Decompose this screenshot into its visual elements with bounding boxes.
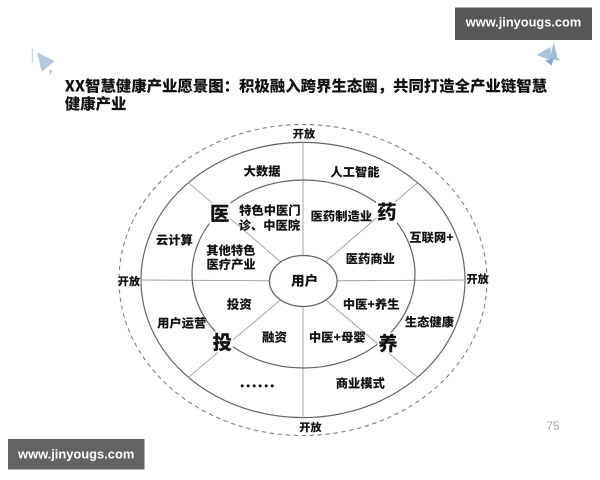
- svg-text:www.jinyougs.com: www.jinyougs.com: [17, 446, 134, 461]
- svg-text:www.jinyougs.com: www.jinyougs.com: [465, 14, 581, 29]
- svg-text:75: 75: [546, 419, 560, 433]
